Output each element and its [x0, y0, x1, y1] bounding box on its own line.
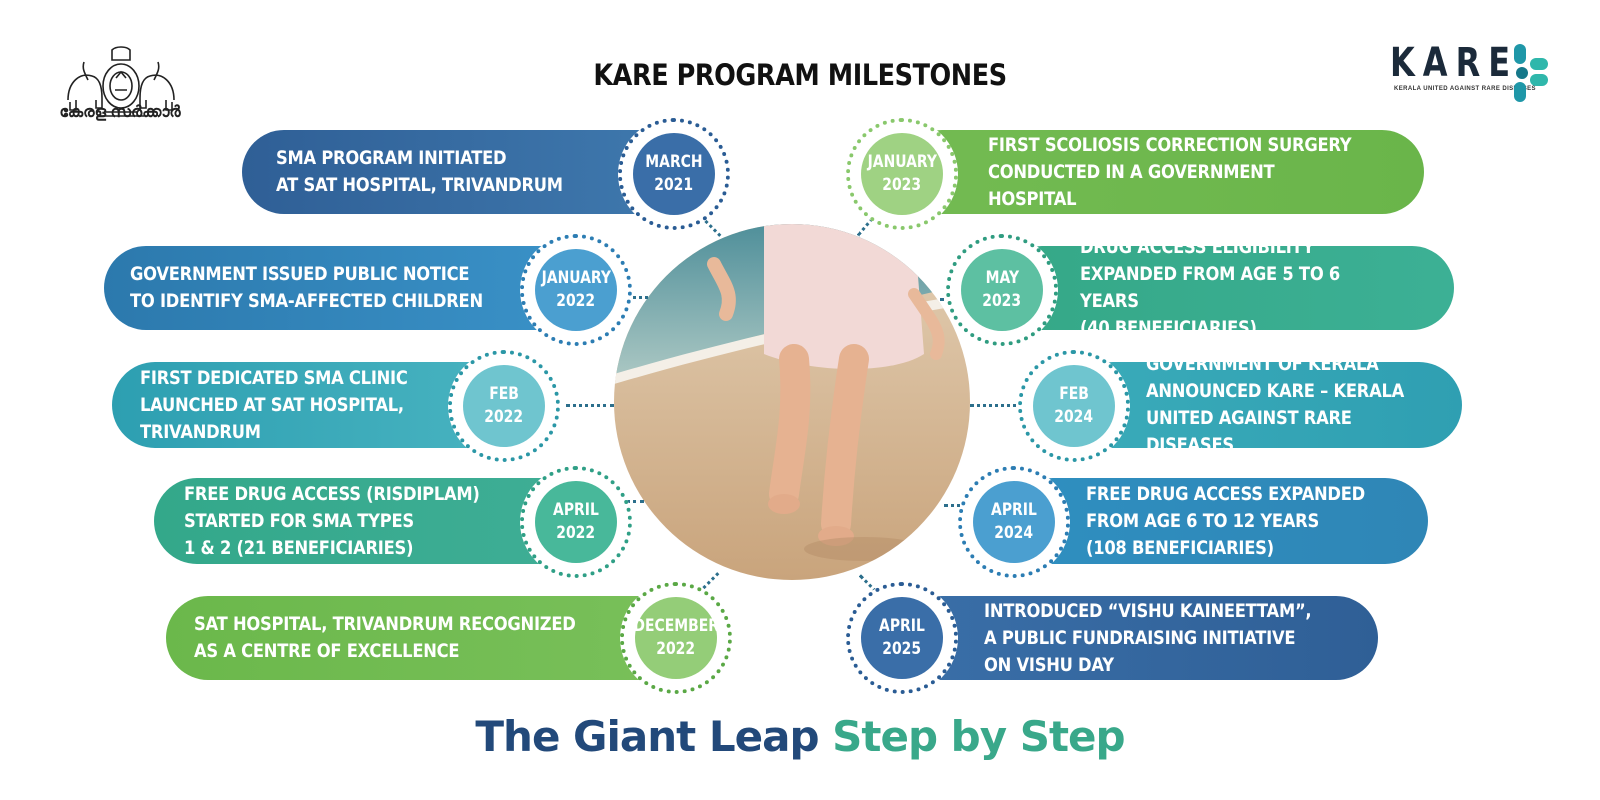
connector-line [628, 296, 648, 299]
milestone-text: FREE DRUG ACCESS EXPANDED FROM AGE 6 TO … [1086, 482, 1365, 559]
page-title: KARE PROGRAM MILESTONES [593, 58, 1007, 92]
milestone-2022-april: FREE DRUG ACCESS (RISDIPLAM) STARTED FOR… [154, 478, 584, 564]
tagline-part-1: The Giant Leap [475, 712, 833, 761]
emblem-caption: കേരള സർക്കാർ [59, 104, 181, 121]
kare-mark-icon [1514, 44, 1548, 102]
date-badge: FEB 2022 [448, 350, 560, 462]
badge-year: 2021 [654, 175, 694, 195]
badge-year: 2022 [556, 291, 596, 311]
badge-month: APRIL [991, 500, 1037, 520]
badge-month: MAY [985, 268, 1019, 288]
connector-line [620, 500, 644, 503]
milestone-2025-april: INTRODUCED “VISHU KAINEETTAM”, A PUBLIC … [900, 596, 1378, 680]
kerala-emblem-icon [67, 46, 175, 117]
milestone-2024-feb: GOVERNMENT OF KERALA ANNOUNCED KARE – KE… [1070, 353, 1462, 456]
kare-logo-word: KARE [1390, 40, 1519, 86]
date-badge: MARCH 2021 [618, 118, 730, 230]
date-badge: APRIL 2025 [846, 582, 958, 694]
milestone-text: SAT HOSPITAL, TRIVANDRUM RECOGNIZED AS A… [194, 613, 576, 662]
milestone-2024-april: FREE DRUG ACCESS EXPANDED FROM AGE 6 TO … [1010, 478, 1428, 564]
badge-year: 2024 [1054, 407, 1094, 427]
tagline-part-2: Step by Step [832, 712, 1125, 761]
milestone-2023-may: DRUG ACCESS ELIGIBILITY EXPANDED FROM AG… [1000, 236, 1454, 339]
badge-month: FEB [1059, 384, 1089, 404]
kare-logo: KARE KERALA UNITED AGAINST RARE DISEASES [1390, 40, 1550, 106]
tagline: The Giant Leap Step by Step [0, 712, 1600, 761]
badge-month: MARCH [645, 152, 703, 172]
milestone-text: GOVERNMENT ISSUED PUBLIC NOTICE TO IDENT… [130, 263, 483, 312]
milestone-text: FREE DRUG ACCESS (RISDIPLAM) STARTED FOR… [184, 482, 480, 559]
milestone-text: GOVERNMENT OF KERALA ANNOUNCED KARE – KE… [1146, 353, 1405, 456]
kare-logo-subtitle: KERALA UNITED AGAINST RARE DISEASES [1394, 86, 1536, 92]
badge-month: FEB [489, 384, 519, 404]
connector-line [970, 404, 1024, 407]
date-badge: APRIL 2024 [958, 466, 1070, 578]
badge-year: 2023 [982, 291, 1022, 311]
date-badge: APRIL 2022 [520, 466, 632, 578]
milestone-2022-feb: FIRST DEDICATED SMA CLINIC LAUNCHED AT S… [112, 362, 522, 448]
milestone-2023-january: FIRST SCOLIOSIS CORRECTION SURGERY CONDU… [900, 130, 1424, 214]
milestone-text: DRUG ACCESS ELIGIBILITY EXPANDED FROM AG… [1080, 236, 1340, 339]
date-badge: DECEMBER 2022 [620, 582, 732, 694]
milestone-text: FIRST SCOLIOSIS CORRECTION SURGERY CONDU… [988, 133, 1352, 210]
connector-line [944, 504, 968, 507]
date-badge: FEB 2024 [1018, 350, 1130, 462]
milestone-text: SMA PROGRAM INITIATED AT SAT HOSPITAL, T… [276, 147, 563, 196]
badge-year: 2022 [484, 407, 524, 427]
badge-month: JANUARY [541, 268, 611, 288]
milestone-2022-january: GOVERNMENT ISSUED PUBLIC NOTICE TO IDENT… [104, 246, 584, 330]
badge-month: APRIL [879, 616, 925, 636]
milestone-text: FIRST DEDICATED SMA CLINIC LAUNCHED AT S… [140, 366, 408, 443]
connector-line [566, 404, 614, 407]
badge-year: 2024 [994, 523, 1034, 543]
badge-year: 2022 [556, 523, 596, 543]
milestone-2022-december: SAT HOSPITAL, TRIVANDRUM RECOGNIZED AS A… [166, 596, 686, 680]
date-badge: JANUARY 2023 [846, 118, 958, 230]
milestone-2021-march: SMA PROGRAM INITIATED AT SAT HOSPITAL, T… [242, 130, 682, 214]
badge-month: DECEMBER [633, 616, 719, 636]
badge-month: JANUARY [867, 152, 937, 172]
milestone-text: INTRODUCED “VISHU KAINEETTAM”, A PUBLIC … [984, 599, 1312, 676]
badge-year: 2022 [656, 639, 696, 659]
badge-year: 2025 [882, 639, 922, 659]
date-badge: JANUARY 2022 [520, 234, 632, 346]
child-walking-photo [614, 224, 970, 580]
badge-month: APRIL [553, 500, 599, 520]
badge-year: 2023 [882, 175, 922, 195]
date-badge: MAY 2023 [946, 234, 1058, 346]
